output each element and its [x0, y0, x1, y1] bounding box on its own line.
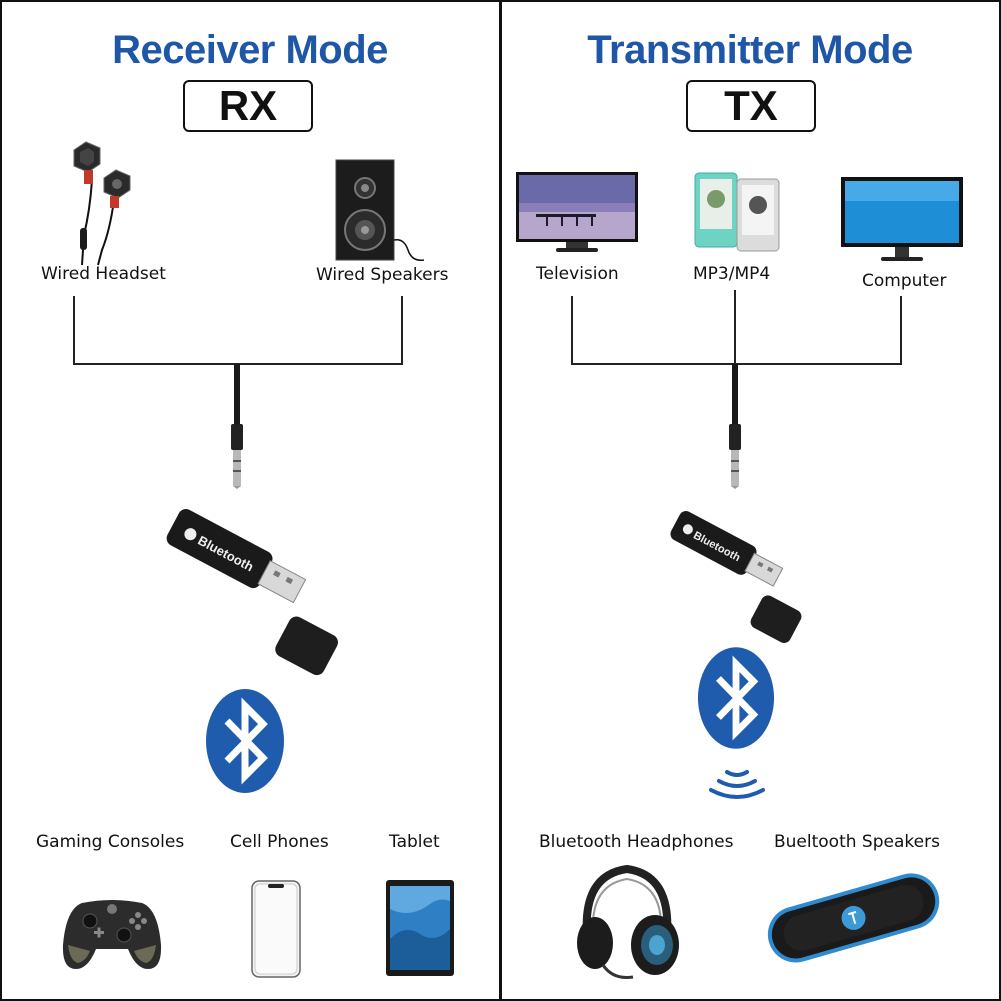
- bluetooth-speaker-icon: [767, 873, 940, 963]
- mp3-mp4-label: MP3/MP4: [693, 264, 771, 284]
- cell-phones-label: Cell Phones: [230, 832, 329, 852]
- wired-headset-label: Wired Headset: [41, 264, 166, 284]
- connector-line: [571, 296, 573, 364]
- connector-line: [73, 296, 75, 364]
- aux-cable-icon: [729, 364, 741, 489]
- wired-speaker-icon: [335, 159, 425, 262]
- bluetooth-icon: [206, 689, 284, 793]
- tablet-icon: [386, 880, 454, 976]
- connector-line: [734, 290, 736, 364]
- tx-mode-box: TX: [686, 80, 816, 132]
- center-divider: [499, 0, 502, 1001]
- gaming-consoles-label: Gaming Consoles: [36, 832, 185, 852]
- wireless-signal-icon: [709, 770, 765, 799]
- tablet-label: Tablet: [389, 832, 440, 852]
- rx-mode-box: RX: [183, 80, 313, 132]
- connector-line: [900, 296, 902, 364]
- computer-monitor-icon: [841, 177, 963, 261]
- aux-cable-icon: [231, 364, 243, 489]
- computer-label: Computer: [862, 271, 947, 291]
- bluetooth-icon: [697, 647, 775, 749]
- transmitter-mode-title: Transmitter Mode: [587, 28, 913, 72]
- usb-bluetooth-dongle-icon: Bluetooth: [670, 511, 802, 643]
- connector-line: [401, 296, 403, 364]
- mp3-player-icon: [694, 172, 780, 252]
- receiver-mode-title: Receiver Mode: [112, 28, 388, 72]
- bluetooth-speakers-label: Bueltooth Speakers: [774, 832, 940, 852]
- bluetooth-headphones-icon: [577, 864, 679, 979]
- game-controller-icon: [62, 900, 162, 969]
- usb-bluetooth-dongle-icon: Bluetooth: [166, 509, 338, 676]
- television-icon: [516, 172, 638, 252]
- wired-headset-icon: [73, 141, 131, 266]
- cell-phone-icon: [251, 880, 301, 978]
- bluetooth-headphones-label: Bluetooth Headphones: [539, 832, 734, 852]
- wired-speakers-label: Wired Speakers: [316, 265, 449, 285]
- television-label: Television: [536, 264, 619, 284]
